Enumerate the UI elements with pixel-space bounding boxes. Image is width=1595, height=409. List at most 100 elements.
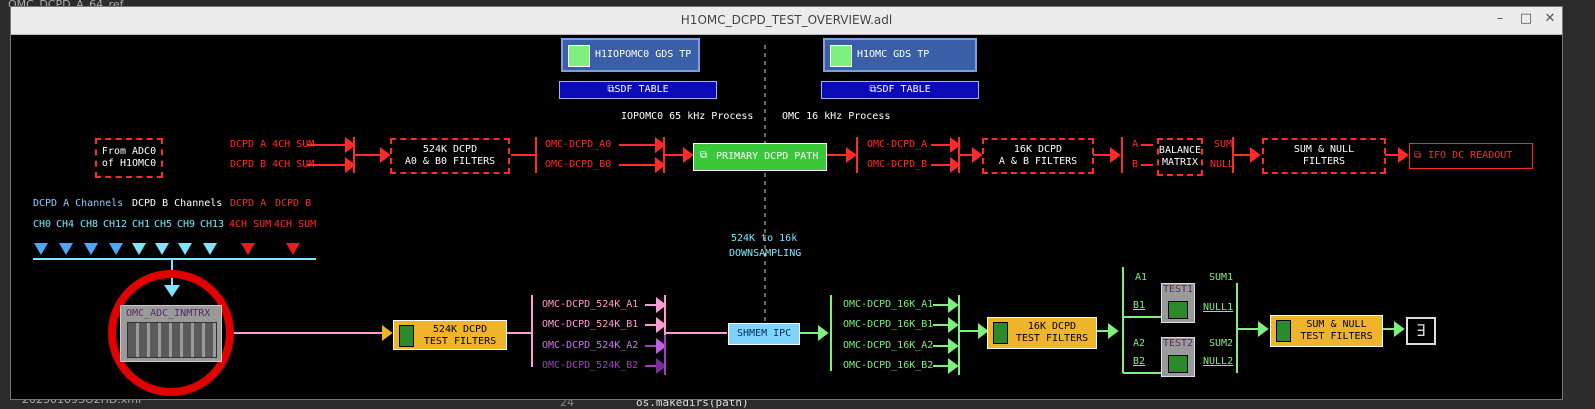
signal-524k-b2: OMC-DCPD_524K_B2 — [542, 360, 639, 371]
sdf-icon: ⧉ — [607, 84, 615, 95]
16k-test-filters-button[interactable]: 16K DCPD TEST FILTERS — [987, 317, 1097, 349]
from-adc-box: From ADC0 of H1OMC0 — [95, 138, 163, 178]
filter-icon — [399, 325, 414, 347]
sum1-label: SUM1 — [1209, 272, 1234, 283]
filter-icon — [1168, 301, 1188, 319]
channel-label-ch13: CH13 — [200, 219, 225, 230]
sum-null-filters-button[interactable]: SUM & NULL FILTERS — [1262, 138, 1386, 174]
arrow-dcpd-b-in — [345, 157, 356, 173]
arrow-524k-b1 — [656, 317, 667, 333]
arrow-from-shmem — [818, 325, 829, 341]
dcpd-a-channels-title: DCPD A Channels — [33, 198, 124, 209]
test1-label: TEST1 — [1162, 284, 1194, 295]
tri-4ch-sum-b[interactable] — [286, 243, 300, 255]
arrow-524k-a2 — [656, 338, 667, 354]
sdf-table-right-label: SDF TABLE — [876, 84, 931, 95]
sum2-label: SUM2 — [1209, 338, 1234, 349]
status-indicator — [830, 45, 852, 67]
test2-button[interactable]: TEST2 — [1161, 337, 1195, 377]
tri-4ch-sum-a[interactable] — [241, 243, 255, 255]
dcpd-b-red-title: DCPD B — [275, 198, 312, 209]
sdf-table-right-button[interactable]: ⧉SDF TABLE — [821, 81, 979, 99]
channel-triangles — [34, 243, 300, 255]
maximize-icon[interactable]: □ — [1519, 11, 1533, 26]
signal-omc-a-label: OMC-DCPD_A — [867, 139, 928, 150]
sum-null-test-filters-label: SUM & NULL TEST FILTERS — [1300, 319, 1373, 342]
signal-16k-b1: OMC-DCPD_16K_B1 — [843, 319, 934, 330]
sdf-table-left-button[interactable]: ⧉SDF TABLE — [559, 81, 717, 99]
close-icon[interactable]: ✕ — [1544, 11, 1556, 26]
arrow-from-primary — [846, 147, 857, 163]
arrow-dcpd-a-in — [345, 137, 356, 153]
16k-filters-button[interactable]: 16K DCPD A & B FILTERS — [982, 138, 1094, 174]
test1-button[interactable]: TEST1 — [1161, 283, 1195, 323]
arrow-16k-a1 — [948, 297, 959, 313]
arrow-to-524-test — [382, 325, 393, 341]
arrow-to-term — [1394, 321, 1405, 337]
tri-ch0[interactable] — [34, 243, 48, 255]
signal-524k-b1: OMC-DCPD_524K_B1 — [542, 319, 639, 330]
channel-label-ch9: CH9 — [177, 219, 196, 230]
arrow-16k-b2 — [948, 358, 959, 374]
primary-dcpd-path-button[interactable]: ⧉ PRIMARY DCPD PATH — [693, 143, 827, 171]
arrow-to-inmtrx — [164, 285, 180, 297]
arrow-b0 — [655, 157, 666, 173]
null2-label: NULL2 — [1203, 356, 1234, 367]
signal-16k-b2: OMC-DCPD_16K_B2 — [843, 360, 934, 371]
minimize-icon[interactable]: – — [1496, 11, 1504, 26]
window-title: H1OMC_DCPD_TEST_OVERVIEW.adl — [680, 13, 893, 27]
signal-16k-a2: OMC-DCPD_16K_A2 — [843, 340, 934, 351]
channel-label-4ch-sum-b: 4CH SUM — [274, 219, 317, 230]
tri-ch8[interactable] — [84, 243, 98, 255]
524k-test-filters-button[interactable]: 524K DCPD TEST FILTERS — [393, 320, 507, 350]
a2-label: A2 — [1133, 338, 1146, 349]
arrow-to-sumnull-test — [1258, 321, 1269, 337]
status-indicator — [568, 45, 590, 67]
524k-filters-button[interactable]: 524K DCPD A0 & B0 FILTERS — [390, 138, 510, 174]
downsampling-line1: 524K to 16k — [731, 233, 798, 244]
inmtrx-label: OMC_ADC_INMTRX — [126, 308, 211, 319]
arrow-omc-b — [950, 157, 961, 173]
sum-null-test-filters-button[interactable]: SUM & NULL TEST FILTERS — [1270, 315, 1383, 347]
b2-label: B2 — [1133, 356, 1146, 367]
tri-ch12[interactable] — [109, 243, 123, 255]
signal-524k-a2: OMC-DCPD_524K_A2 — [542, 340, 639, 351]
arrow-from-16k-test — [1108, 323, 1119, 339]
overview-canvas: H1IOPOMC0 GDS TP H1OMC GDS TP ⧉SDF TABLE… — [11, 35, 1562, 399]
title-bar[interactable]: H1OMC_DCPD_TEST_OVERVIEW.adl – □ ✕ — [11, 7, 1562, 35]
signal-524k-a1: OMC-DCPD_524K_A1 — [542, 299, 639, 310]
a1-label: A1 — [1135, 272, 1148, 283]
dcpd-a-sum-label: DCPD A 4CH SUM — [230, 139, 315, 150]
tri-ch13[interactable] — [203, 243, 217, 255]
arrow-524k-a1 — [656, 297, 667, 313]
background-window-title: OMC_DCPD_A_64_ref — [8, 0, 124, 11]
arrow-16k-a2 — [948, 338, 959, 354]
sum-label: SUM — [1214, 139, 1233, 150]
arrow-524k-b2 — [656, 358, 667, 374]
highlight-circle — [108, 270, 234, 396]
tri-ch5[interactable] — [155, 243, 169, 255]
gds-tp-iop-label: H1IOPOMC0 GDS TP — [595, 49, 692, 60]
matrix-grid-icon — [127, 322, 217, 358]
test2-label: TEST2 — [1162, 338, 1194, 349]
signal-a0-label: OMC-DCPD_A0 — [545, 139, 612, 150]
gds-tp-omc-button[interactable]: H1OMC GDS TP — [823, 38, 977, 72]
null-label: NULL — [1210, 159, 1235, 170]
tri-ch4[interactable] — [59, 243, 73, 255]
channel-label-ch0: CH0 — [33, 219, 52, 230]
b1-label: B1 — [1133, 300, 1146, 311]
gds-tp-omc-label: H1OMC GDS TP — [857, 49, 930, 60]
tri-ch1[interactable] — [132, 243, 146, 255]
arrow-a0 — [655, 137, 666, 153]
tri-ch9[interactable] — [178, 243, 192, 255]
balance-matrix-button[interactable]: BALANCE MATRIX — [1157, 138, 1203, 176]
omc-adc-inmtrx-button[interactable]: OMC_ADC_INMTRX — [120, 305, 222, 362]
terminator-icon: ∃ — [1406, 317, 1436, 345]
ifo-dc-readout-button[interactable]: ⧉ IFO DC READOUT — [1409, 143, 1533, 169]
channel-label-ch12: CH12 — [103, 219, 128, 230]
shmem-ipc-label: SHMEM IPC — [737, 328, 792, 339]
gds-tp-iop-button[interactable]: H1IOPOMC0 GDS TP — [561, 38, 700, 72]
signal-16k-a1: OMC-DCPD_16K_A1 — [843, 299, 934, 310]
process-label-omc: OMC 16 kHz Process — [782, 111, 891, 122]
524k-test-filters-label: 524K DCPD TEST FILTERS — [423, 324, 497, 347]
